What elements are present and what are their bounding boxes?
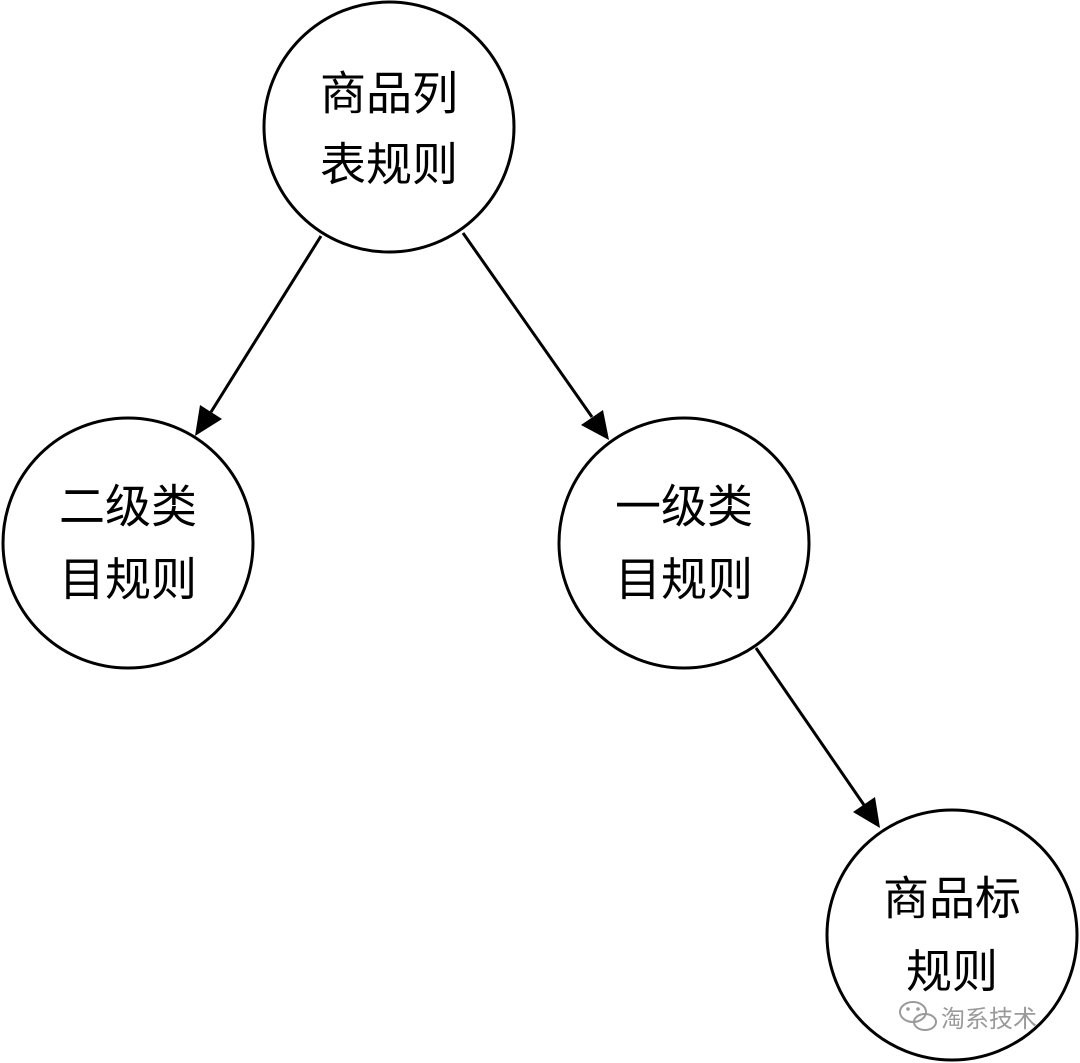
- arrowhead-primary: [581, 410, 609, 440]
- watermark-text: 淘系技术: [941, 1005, 1037, 1033]
- edge-root-to-primary: [461, 232, 594, 418]
- node-label-line2: 目规则: [59, 553, 197, 607]
- node-label-line1: 二级类: [59, 480, 197, 534]
- edge-primary-to-tag: [754, 647, 866, 806]
- watermark: 淘系技术: [899, 1001, 1037, 1033]
- node-label-line1: 一级类: [615, 480, 753, 534]
- node-circle: [262, 0, 516, 254]
- wechat-icon: [899, 1001, 937, 1031]
- node-label-line2: 表规则: [320, 138, 458, 192]
- edge-root-to-secondary: [209, 235, 323, 413]
- node-label-line1: 商品标: [883, 872, 1021, 926]
- arrowhead-tag: [853, 797, 880, 828]
- node-product-list-rules: 商品列 表规则: [262, 0, 516, 254]
- arrowhead-secondary: [195, 405, 222, 436]
- node-primary-category-rules: 一级类 目规则: [557, 416, 811, 670]
- node-secondary-category-rules: 二级类 目规则: [1, 416, 255, 670]
- node-circle: [557, 416, 811, 670]
- node-label-line2: 目规则: [615, 553, 753, 607]
- node-product-tag-rules: 商品标 规则: [825, 808, 1079, 1062]
- node-circle: [825, 808, 1079, 1062]
- node-label-line2: 规则: [906, 945, 998, 999]
- node-label-line1: 商品列: [320, 67, 458, 121]
- edges: [195, 232, 880, 828]
- node-circle: [1, 416, 255, 670]
